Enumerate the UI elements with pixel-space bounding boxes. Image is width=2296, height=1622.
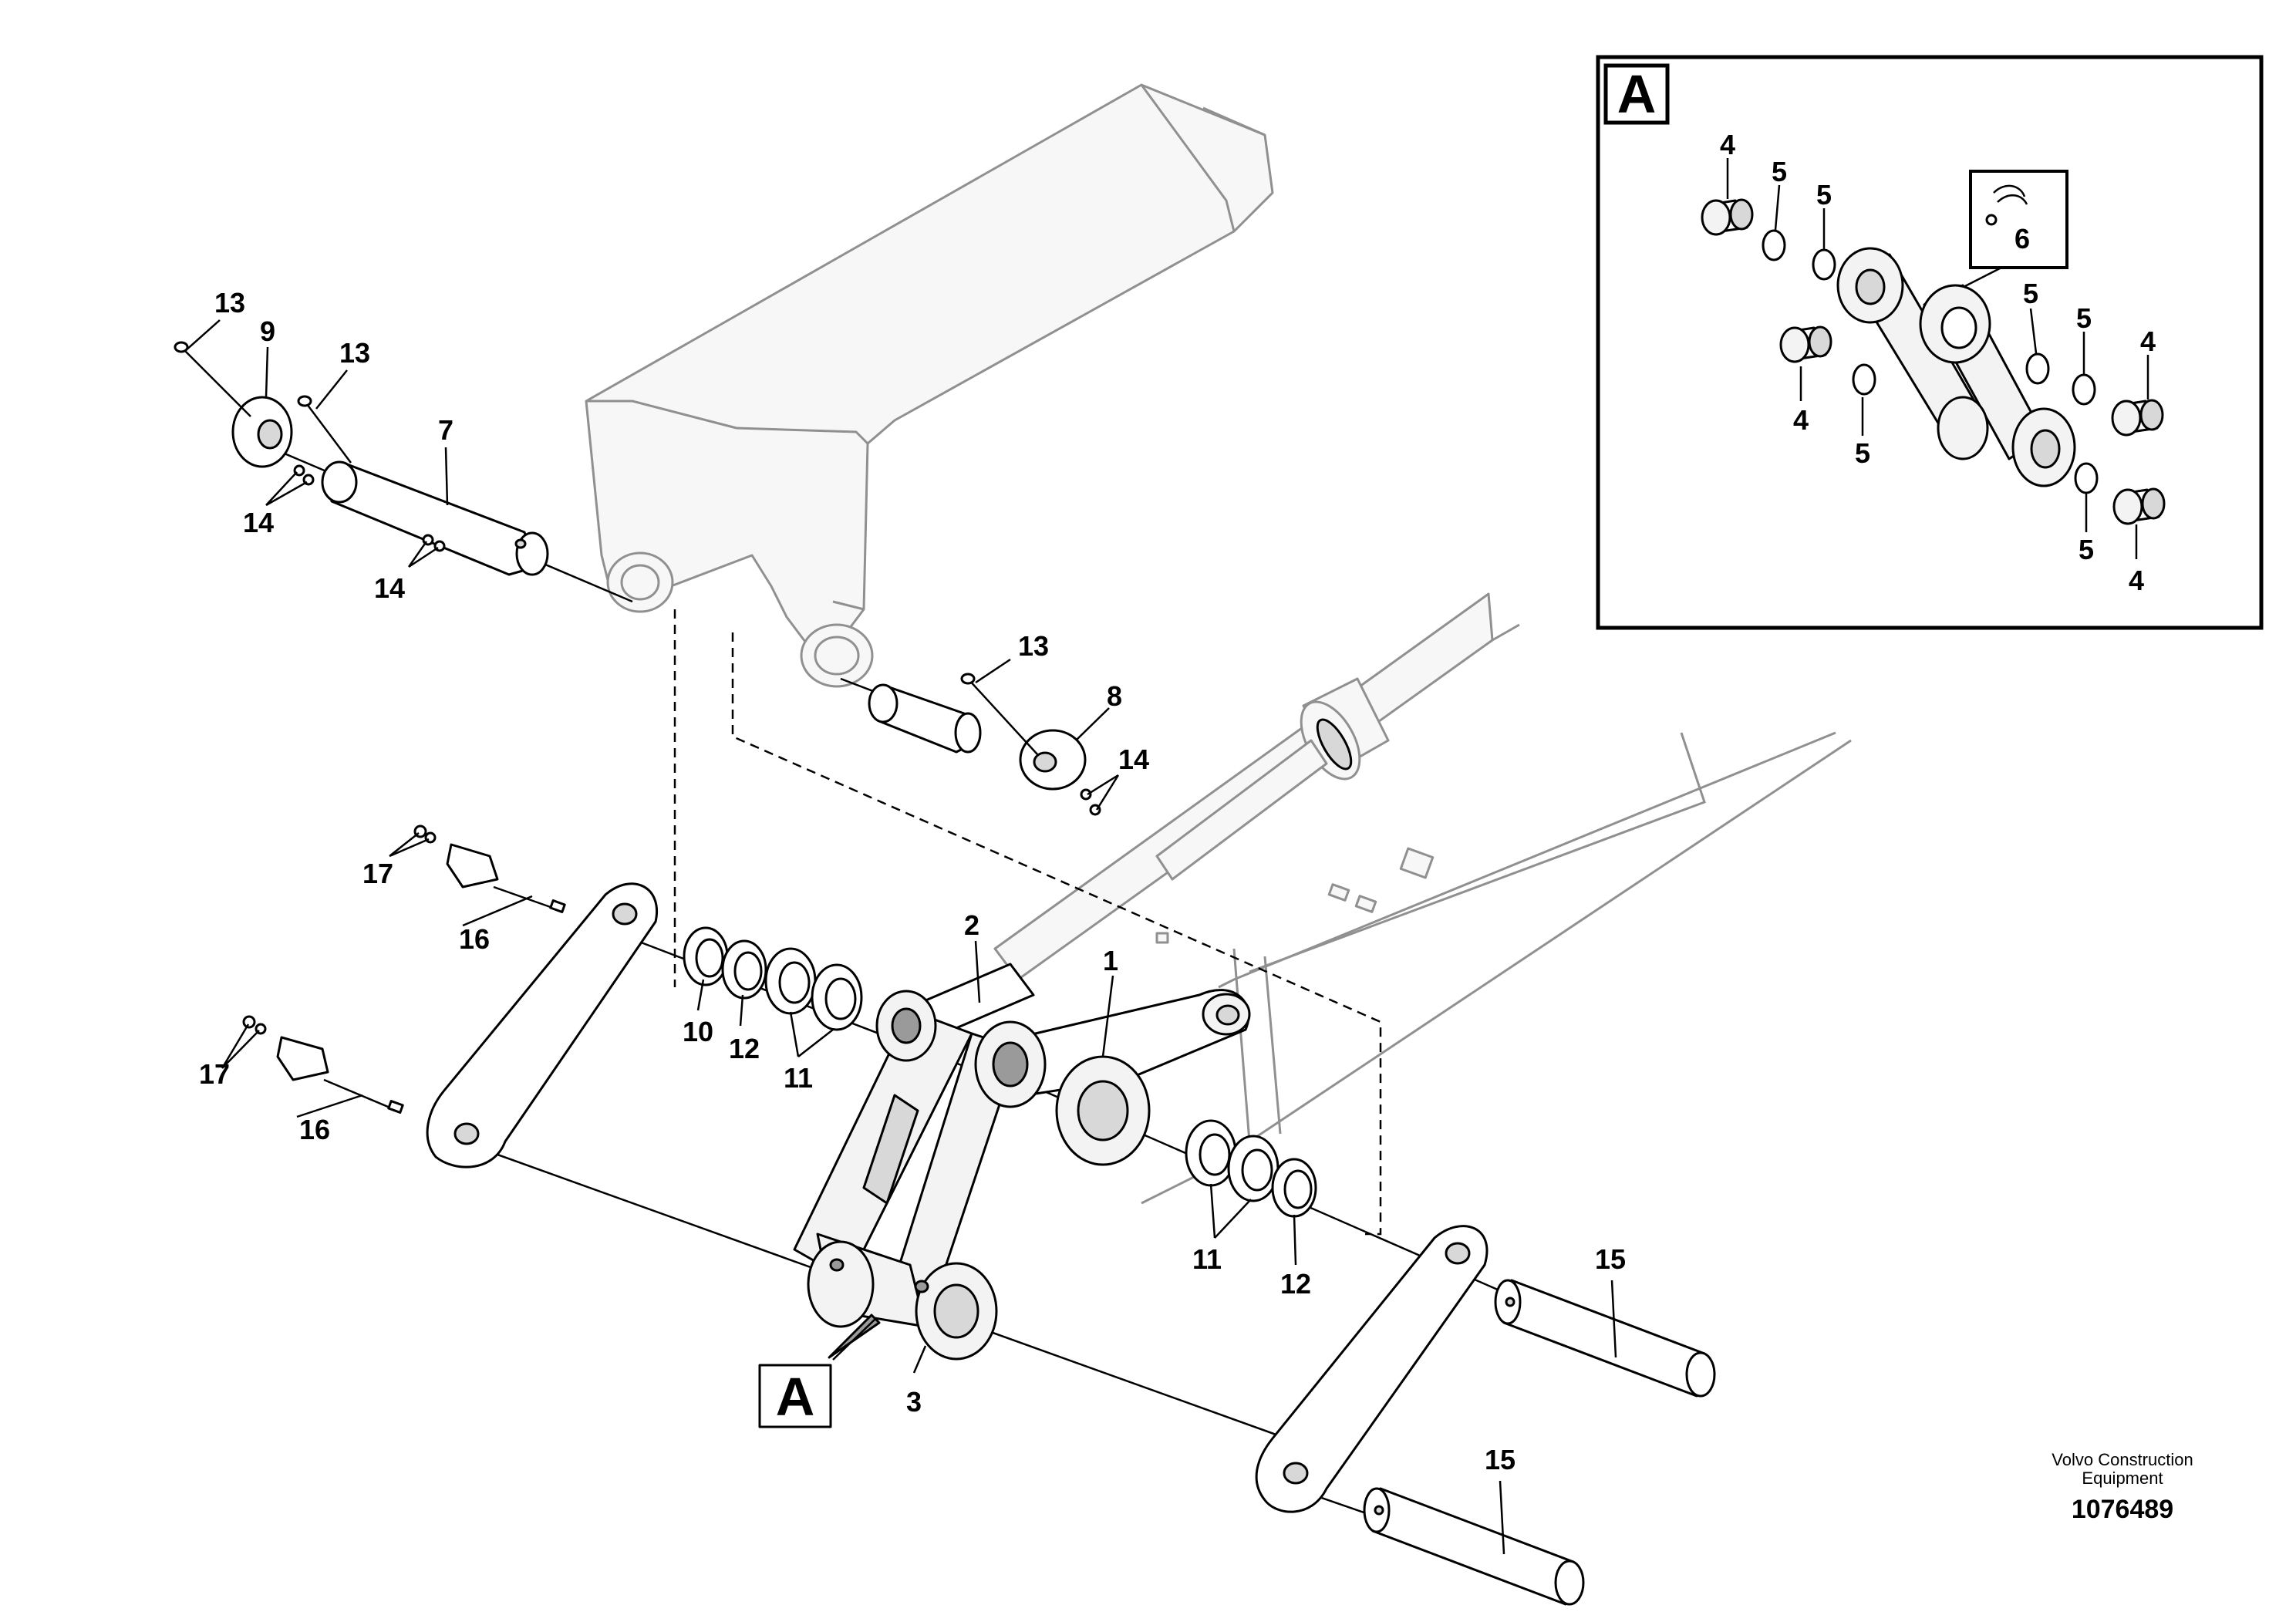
part-17-grease-fitting-b (242, 1015, 329, 1081)
view-marker-label: A (776, 1367, 815, 1427)
callout-9: 9 (260, 315, 275, 347)
maker-name-line2: Equipment (2082, 1469, 2163, 1488)
detail-callout-4a: 4 (1720, 129, 1735, 160)
view-marker-a: A (758, 1364, 832, 1428)
detail-callout-4d: 4 (2129, 565, 2144, 596)
callout-16b: 16 (299, 1114, 330, 1145)
detail-callout-5b: 5 (1816, 179, 1832, 211)
detail-seal-5a (1762, 229, 1786, 261)
hydraulic-cylinder (993, 592, 1520, 981)
detail-bushing-4c (2111, 399, 2164, 437)
callout-17a: 17 (362, 858, 393, 889)
detail-bushing-4a (1701, 198, 1754, 236)
washer-11d (1227, 1135, 1279, 1202)
part-15-pin-b (1363, 1487, 1585, 1606)
callout-10: 10 (683, 1016, 713, 1047)
part-13-bolt-c (960, 673, 1038, 755)
part-8-pin (868, 683, 982, 754)
callout-2: 2 (964, 909, 979, 941)
detail-leader-lines (1726, 158, 2149, 559)
drawing-number: 1076489 (2072, 1495, 2173, 1524)
callout-11a: 11 (784, 1062, 813, 1094)
washer-11b (811, 963, 863, 1031)
detail-link-body (1836, 247, 2076, 487)
callout-12a: 12 (729, 1033, 760, 1064)
part-17-grease-fitting-a (413, 824, 499, 889)
callout-12b: 12 (1280, 1268, 1311, 1300)
detail-callout-4b: 4 (1793, 404, 1809, 436)
boom-arm (585, 83, 1274, 688)
detail-callout-5d: 5 (2023, 278, 2038, 309)
detail-seal-5f (2074, 462, 2099, 494)
part-15-pin-a (1494, 1279, 1716, 1398)
leader-lines (184, 319, 1617, 1555)
detail-view-label: A (1617, 64, 1657, 124)
main-pivot-hub (974, 1020, 1151, 1166)
callout-13a: 13 (214, 287, 245, 319)
part-14-lock-c (1080, 788, 1101, 816)
detail-callout-6: 6 (2014, 223, 2030, 255)
part-8-plate (1019, 729, 1087, 791)
part-16-bolt-b (323, 1078, 404, 1114)
washer-12b (1271, 1158, 1317, 1218)
detail-callout-4c: 4 (2140, 325, 2156, 357)
detail-seal-5d (2025, 352, 2050, 385)
detail-callout-5e: 5 (2076, 302, 2092, 334)
callout-7: 7 (438, 414, 453, 446)
link-plate-right (1255, 1225, 1489, 1513)
callout-13c: 13 (1018, 630, 1049, 662)
detail-seal-5b (1812, 248, 1836, 281)
part-3-lower-hub (807, 1233, 998, 1361)
callout-14b: 14 (374, 572, 405, 604)
callout-14c: 14 (1118, 744, 1149, 775)
detail-seal-5c (1852, 363, 1876, 396)
link-plate-left (426, 882, 658, 1168)
washer-10 (683, 926, 729, 986)
callout-3: 3 (906, 1386, 922, 1418)
detail-part-6-box (1947, 170, 2068, 302)
callout-labels: 1 2 3 7 8 9 10 11 11 12 12 13 13 13 14 1… (199, 287, 1626, 1475)
callout-17b: 17 (199, 1058, 230, 1090)
detail-callout-5f: 5 (2079, 534, 2094, 565)
detail-view-a: A (1596, 55, 2264, 630)
callout-13b: 13 (339, 337, 370, 369)
detail-seal-5e (2072, 373, 2096, 406)
callout-15b: 15 (1485, 1444, 1515, 1475)
callout-16a: 16 (459, 923, 490, 955)
part-14-lock-a (293, 464, 315, 486)
washer-11c (1185, 1119, 1237, 1187)
callout-14a: 14 (243, 507, 274, 538)
part-7-pin (321, 460, 549, 576)
callout-15a: 15 (1595, 1243, 1626, 1275)
part-1-link-arm (1001, 989, 1251, 1097)
axis-lines (269, 446, 1512, 1517)
callout-1: 1 (1103, 945, 1118, 976)
footer: Volvo Construction Equipment 1076489 (2052, 1450, 2193, 1524)
detail-callout-5c: 5 (1855, 437, 1870, 469)
washer-12a (721, 939, 767, 1000)
maker-name-line1: Volvo Construction (2052, 1450, 2193, 1469)
detail-callout-5a: 5 (1772, 156, 1787, 187)
part-13-bolt-b (297, 395, 352, 464)
connection-lines (673, 609, 1382, 1236)
washer-11a (764, 947, 817, 1015)
part-13-bolt-a (174, 341, 251, 417)
detail-bushing-4b (1779, 325, 1832, 363)
callout-11b: 11 (1192, 1243, 1222, 1275)
detail-bushing-4d (2112, 487, 2166, 525)
callout-8: 8 (1107, 680, 1122, 712)
